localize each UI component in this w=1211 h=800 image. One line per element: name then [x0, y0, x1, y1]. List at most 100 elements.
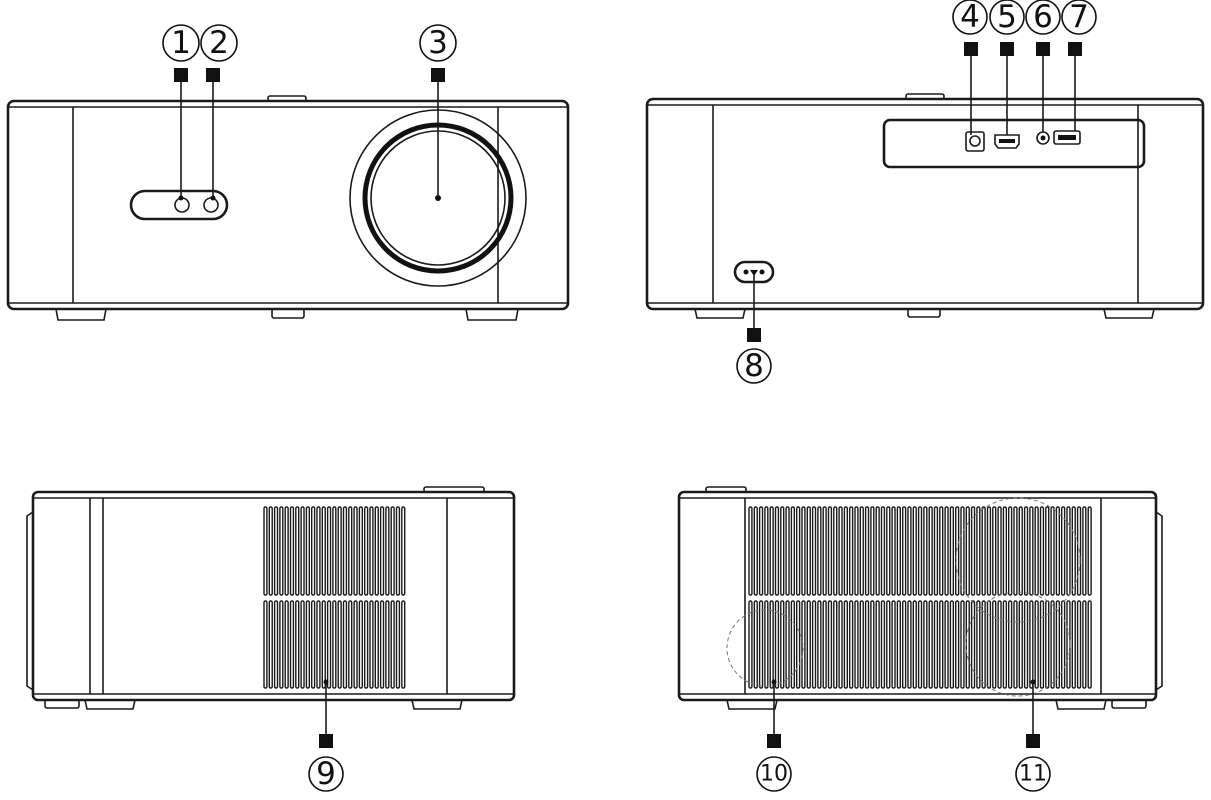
- vent-slot: [390, 600, 395, 689]
- callout-3: 3: [419, 24, 457, 198]
- vent-slot: [1066, 600, 1071, 689]
- left-vent-grille: [263, 506, 406, 689]
- vent-slot: [1002, 600, 1008, 689]
- vent-slot: [353, 600, 358, 689]
- vent-slot: [790, 506, 796, 596]
- vent-slot: [902, 600, 907, 689]
- callout-7-label: 7: [1069, 0, 1089, 35]
- vent-slot: [1029, 600, 1034, 689]
- vent-slot: [1008, 600, 1013, 689]
- vent-slot: [849, 600, 854, 689]
- vent-slot: [263, 506, 268, 596]
- vent-slot: [1071, 600, 1076, 689]
- vent-slot: [811, 506, 817, 596]
- vent-slot: [902, 506, 907, 596]
- vent-slot: [1023, 506, 1029, 596]
- vent-slot: [1055, 506, 1061, 596]
- vent-slot: [764, 506, 769, 596]
- callout-2: 2: [200, 24, 238, 201]
- vent-slot: [880, 600, 886, 689]
- vent-slot: [970, 506, 976, 596]
- vent-slot: [753, 600, 758, 689]
- callout-11-label: 11: [1019, 762, 1047, 787]
- vent-slot: [305, 600, 311, 689]
- vent-slot: [944, 506, 949, 596]
- vent-slot: [939, 506, 944, 596]
- vent-slot: [326, 600, 332, 689]
- vent-slot: [769, 506, 774, 596]
- vent-slot: [955, 506, 960, 596]
- vent-slot: [284, 506, 289, 596]
- vent-slot: [385, 506, 390, 596]
- callout-4-label: 4: [960, 0, 980, 35]
- vent-slot: [981, 506, 986, 596]
- vent-slot: [748, 506, 753, 596]
- vent-slot: [273, 506, 279, 596]
- vent-slot: [817, 506, 822, 596]
- callout-1-label: 1: [171, 25, 191, 61]
- front-view: [6, 95, 570, 321]
- vent-slot: [870, 506, 875, 596]
- vent-slot: [811, 600, 817, 689]
- vent-slot: [348, 506, 353, 596]
- vent-slot: [806, 600, 811, 689]
- vent-slot: [912, 506, 917, 596]
- vent-slot: [1013, 506, 1018, 596]
- callout-10-label: 10: [760, 762, 788, 787]
- vent-slot: [838, 600, 843, 689]
- vent-slot: [385, 600, 390, 689]
- vent-slot: [279, 506, 284, 596]
- vent-slot: [833, 600, 838, 689]
- back-view: [645, 93, 1205, 319]
- vent-slot: [949, 506, 955, 596]
- vent-slot: [342, 506, 348, 596]
- vent-slot: [316, 506, 321, 596]
- vent-slot: [976, 506, 981, 596]
- vent-slot: [896, 506, 902, 596]
- vent-slot: [907, 600, 912, 689]
- vent-slot: [374, 600, 379, 689]
- vent-slot: [268, 506, 273, 596]
- vent-slot: [395, 506, 401, 596]
- vent-slot: [337, 506, 342, 596]
- vent-slot: [960, 506, 965, 596]
- vent-slot: [774, 600, 780, 689]
- vent-slot: [965, 600, 970, 689]
- vent-slot: [886, 600, 891, 689]
- vent-slot: [785, 506, 790, 596]
- vent-slot: [875, 506, 880, 596]
- callout-11: 11: [1015, 679, 1051, 792]
- vent-slot: [364, 506, 369, 596]
- vent-slot: [1082, 600, 1087, 689]
- vent-slot: [992, 506, 997, 596]
- vent-slot: [390, 506, 395, 596]
- vent-slot: [1060, 600, 1066, 689]
- vent-slot: [268, 600, 273, 689]
- callout-9: 9: [308, 679, 344, 792]
- callout-10: 10: [756, 679, 792, 792]
- vent-slot: [949, 600, 955, 689]
- vent-slot: [1018, 506, 1023, 596]
- vent-slot: [311, 506, 316, 596]
- vent-slot: [379, 506, 385, 596]
- vent-slot: [970, 600, 976, 689]
- vent-slot: [1060, 506, 1066, 596]
- vent-slot: [401, 506, 406, 596]
- vent-slot: [843, 600, 849, 689]
- vent-slot: [790, 600, 796, 689]
- vent-slot: [764, 600, 769, 689]
- vent-slot: [364, 600, 369, 689]
- vent-slot: [379, 600, 385, 689]
- vent-slot: [337, 600, 342, 689]
- vent-slot: [1087, 506, 1092, 596]
- vent-slot: [827, 506, 833, 596]
- cooling-fan: [726, 497, 1081, 697]
- vent-slot: [358, 600, 364, 689]
- vent-slot: [864, 600, 870, 689]
- vent-slot: [1034, 600, 1039, 689]
- vent-slot: [369, 506, 374, 596]
- vent-slot: [289, 506, 295, 596]
- vent-slot: [917, 600, 923, 689]
- vent-slot: [284, 600, 289, 689]
- vent-slot: [822, 600, 827, 689]
